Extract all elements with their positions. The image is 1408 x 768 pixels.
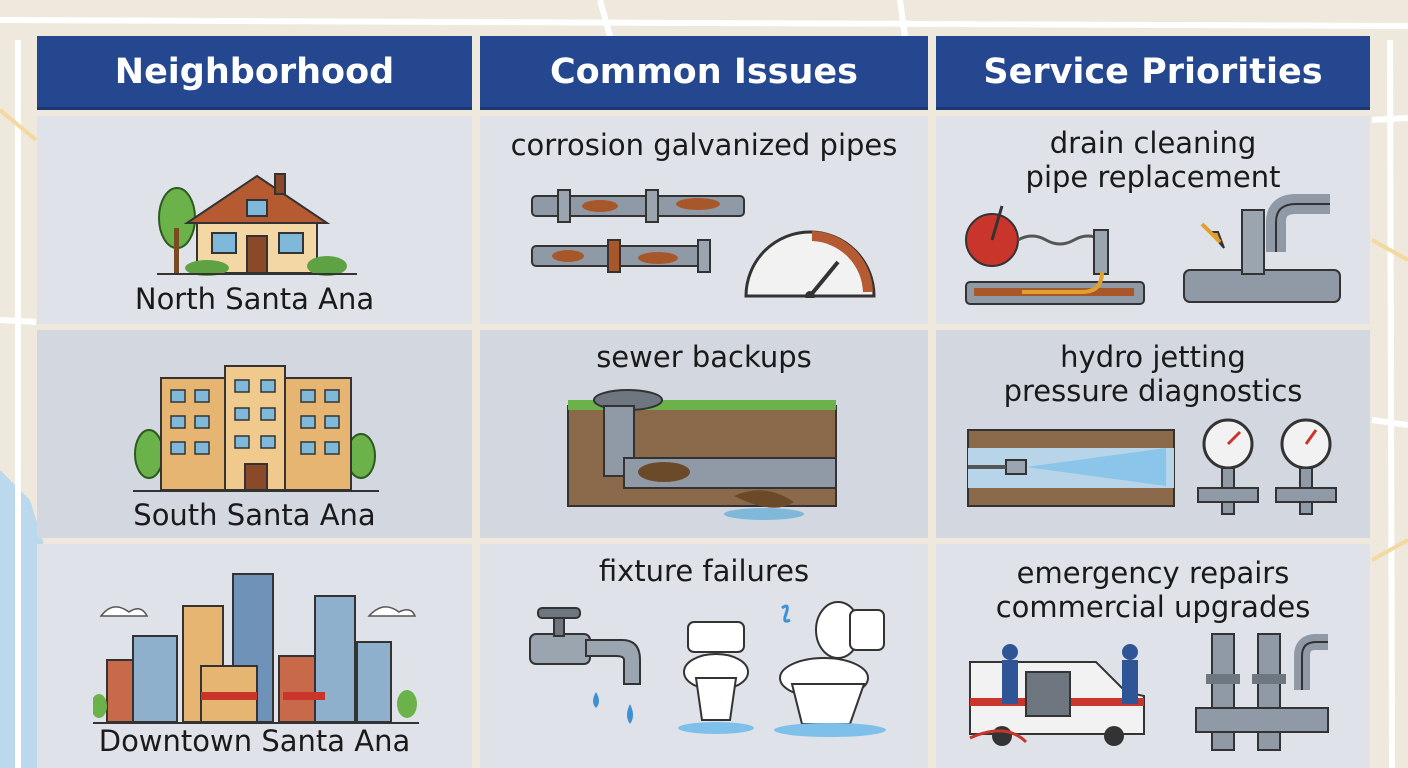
faucet-icon — [529, 607, 641, 724]
header-neighborhood: Neighborhood — [37, 36, 472, 110]
header-service-priorities: Service Priorities — [936, 36, 1370, 110]
cell-south-issues: sewer backups — [480, 330, 928, 538]
cell-downtown-issues: fixture failures — [480, 544, 928, 768]
issue-label: sewer backups — [596, 340, 812, 374]
issue-label: corrosion galvanized pipes — [510, 128, 898, 162]
pipe-fitting-icon — [1183, 194, 1341, 303]
priority-label: drain cleaning pipe replacement — [1025, 126, 1281, 194]
pressure-gauge-icon — [744, 230, 876, 298]
service-van-icon — [969, 644, 1145, 746]
cell-downtown-priorities: emergency repairs commercial upgrades — [936, 544, 1370, 768]
house-icon — [157, 173, 357, 276]
priority-label: hydro jetting pressure diagnostics — [1003, 340, 1303, 408]
cell-north-priorities: drain cleaning pipe replacement — [936, 116, 1370, 324]
header-common-issues: Common Issues — [480, 36, 928, 110]
city-skyline-icon — [93, 573, 419, 724]
corroded-pipes-icon — [531, 189, 745, 273]
cell-north-neighborhood: North Santa Ana — [37, 116, 472, 324]
toilet-icon — [678, 621, 754, 734]
cell-south-neighborhood: South Santa Ana — [37, 330, 472, 538]
hydro-jet-icon — [967, 429, 1175, 507]
neighborhood-label: North Santa Ana — [134, 282, 375, 316]
toilet-icon — [774, 601, 886, 737]
neighborhood-label: South Santa Ana — [133, 498, 376, 532]
apartment-icon — [133, 365, 379, 492]
priority-label: emergency repairs commercial upgrades — [995, 556, 1311, 624]
issue-label: fixture failures — [598, 554, 810, 588]
cell-downtown-neighborhood: Downtown Santa Ana — [37, 544, 472, 768]
drain-snake-icon — [965, 205, 1145, 305]
cell-south-priorities: hydro jetting pressure diagnostics — [936, 330, 1370, 538]
pressure-gauge-icon — [1197, 418, 1337, 515]
cell-north-issues: corrosion galvanized pipes — [480, 116, 928, 324]
sewer-pipe-icon — [567, 389, 837, 520]
pipe-fitting-icon — [1195, 633, 1329, 751]
neighborhood-label: Downtown Santa Ana — [98, 724, 411, 758]
